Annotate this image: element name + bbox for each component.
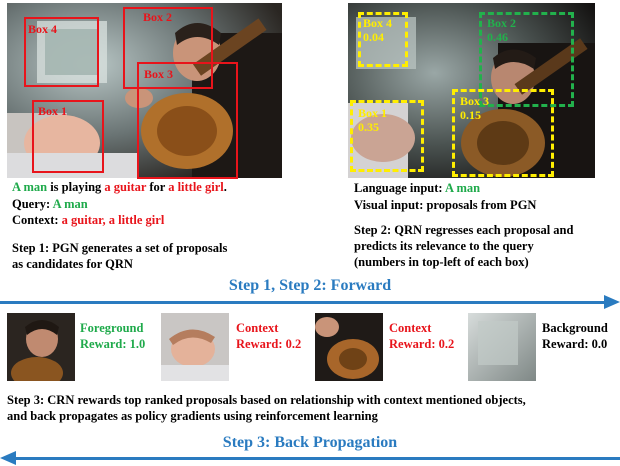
reward-context-guitar-value: Reward: 0.2 [389,337,455,351]
context-line: Context: a guitar, a little girl [12,213,165,227]
reward-context-girl-value: Reward: 0.2 [236,337,302,351]
photo-left [7,3,282,178]
language-input-line: Language input: A man [354,181,481,195]
scored-box-4-score: 0.04 [363,30,384,44]
reward-foreground-value: Reward: 1.0 [80,337,146,351]
reward-context-guitar: Context Reward: 0.2 [389,321,455,351]
reward-context-girl: Context Reward: 0.2 [236,321,302,351]
scored-box-1-score: 0.35 [358,120,379,134]
backprop-arrow-line [14,457,620,460]
proposal-box-2-label: Box 2 [143,10,173,24]
step3-line1: Step 3: CRN rewards top ranked proposals… [7,393,526,407]
step2-line3: (numbers in top-left of each box) [354,255,529,269]
proposal-box-3-label: Box 3 [144,67,174,81]
scored-box-2-score: 0.46 [487,30,508,44]
step1-line2: as candidates for QRN [12,257,133,271]
visual-input-line: Visual input: proposals from PGN [354,198,537,212]
proposal-box-2 [123,7,213,89]
forward-title: Step 1, Step 2: Forward [228,277,392,294]
proposal-box-3 [137,62,238,179]
crop-context-girl [161,313,229,381]
crop-foreground [7,313,75,381]
forward-arrow-head [604,295,620,309]
crop-context-guitar [315,313,383,381]
scored-box-3-score: 0.15 [460,108,481,122]
step2-line1: Step 2: QRN regresses each proposal and [354,223,574,237]
caption-object-girl: a little girl [168,180,224,194]
step2-line2: predicts its relevance to the query [354,239,534,253]
caption-subject: A man [12,180,48,194]
scored-box-3 [452,89,554,177]
scored-box-1 [350,100,424,172]
scored-box-2 [479,12,574,107]
scored-box-2-label: Box 2 0.46 [487,16,517,44]
query-line: Query: A man [12,197,88,211]
proposal-box-1 [32,100,104,173]
backprop-title: Step 3: Back Propagation [222,434,398,451]
caption-object-guitar: a guitar [104,180,147,194]
scored-box-4 [358,12,408,67]
caption-sentence: A man is playing a guitar for a little g… [12,180,227,194]
scored-box-3-label: Box 3 0.15 [460,94,490,122]
backprop-arrow-head [0,451,16,465]
crop-background [468,313,536,381]
proposal-box-4 [24,17,99,87]
reward-foreground: Foreground Reward: 1.0 [80,321,146,351]
scored-box-1-label: Box 1 0.35 [358,106,388,134]
scored-box-4-label: Box 4 0.04 [363,16,393,44]
forward-arrow-line [0,301,606,304]
proposal-box-1-label: Box 1 [38,104,68,118]
step1-line1: Step 1: PGN generates a set of proposals [12,241,228,255]
proposal-box-4-label: Box 4 [28,22,58,36]
reward-background: Background Reward: 0.0 [542,321,608,351]
step3-line2: and back propagates as policy gradients … [7,409,378,423]
photo-left-scene [7,3,282,178]
reward-background-value: Reward: 0.0 [542,337,608,351]
